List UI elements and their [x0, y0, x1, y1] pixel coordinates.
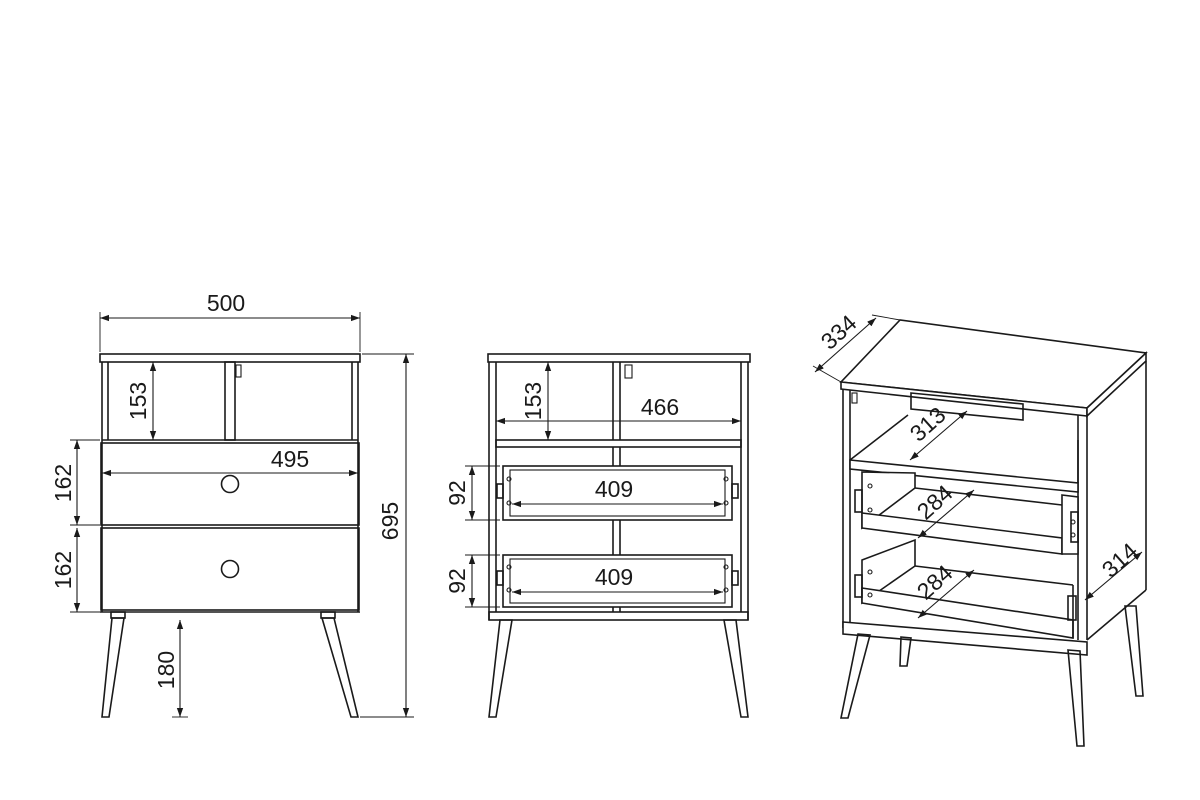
front-legs [101, 611, 360, 718]
iso-base [842, 621, 1088, 656]
section-drawer-lower [496, 554, 739, 608]
dim-text-drawer-upper-depth: 284 [912, 479, 958, 524]
dim-409-lower: 409 [512, 564, 723, 596]
dim-314: 314 [1084, 537, 1143, 601]
dim-text-section-drawer-upper-height: 92 [444, 480, 470, 506]
dim-text-leg-height: 180 [153, 651, 179, 689]
iso-drawer-lower [854, 538, 1077, 639]
dim-695: 695 [360, 353, 414, 718]
front-cabinet-body [99, 353, 361, 613]
dim-text-overall-width: 500 [207, 290, 245, 316]
dim-text-top-depth: 334 [816, 309, 862, 354]
dim-text-drawer-upper-height: 162 [50, 464, 76, 502]
dim-466: 466 [496, 394, 741, 425]
section-cabinet-body [487, 353, 751, 621]
dim-text-drawer-width: 495 [271, 446, 309, 472]
dim-153-front: 153 [125, 362, 157, 440]
dim-text-section-shelf-height: 153 [520, 382, 546, 420]
dim-text-overall-height: 695 [377, 502, 403, 540]
dim-text-inner-width: 466 [641, 394, 679, 420]
dim-313: 313 [905, 402, 968, 461]
dim-495: 495 [102, 446, 358, 477]
isometric-view: 334 313 284 284 314 [812, 309, 1148, 747]
section-drawer-upper [496, 465, 739, 521]
dim-text-section-drawer-lower-width: 409 [595, 564, 633, 590]
dim-92-upper: 92 [444, 465, 500, 521]
iso-top [839, 319, 1148, 418]
section-view: 153 466 92 409 92 409 [444, 353, 751, 718]
dim-92-lower: 92 [444, 554, 500, 608]
drawer-knob-upper [220, 474, 240, 494]
dim-text-drawer-lower-height: 162 [50, 551, 76, 589]
drawer-knob-lower [220, 559, 240, 579]
dim-180: 180 [153, 620, 188, 718]
iso-legs [840, 605, 1144, 747]
dim-153-section: 153 [520, 362, 552, 440]
dim-text-section-drawer-lower-height: 92 [444, 568, 470, 594]
front-view: 500 695 153 495 162 162 [50, 290, 414, 718]
dim-text-shelf-height: 153 [125, 382, 151, 420]
iso-shelf [849, 414, 1079, 493]
dim-409-upper: 409 [512, 476, 723, 508]
dim-500: 500 [99, 290, 361, 352]
dim-text-body-depth: 314 [1097, 537, 1143, 582]
dim-text-section-drawer-upper-width: 409 [595, 476, 633, 502]
section-legs [488, 619, 749, 718]
dim-162-lower: 162 [50, 528, 100, 613]
dim-162-upper: 162 [50, 439, 100, 526]
